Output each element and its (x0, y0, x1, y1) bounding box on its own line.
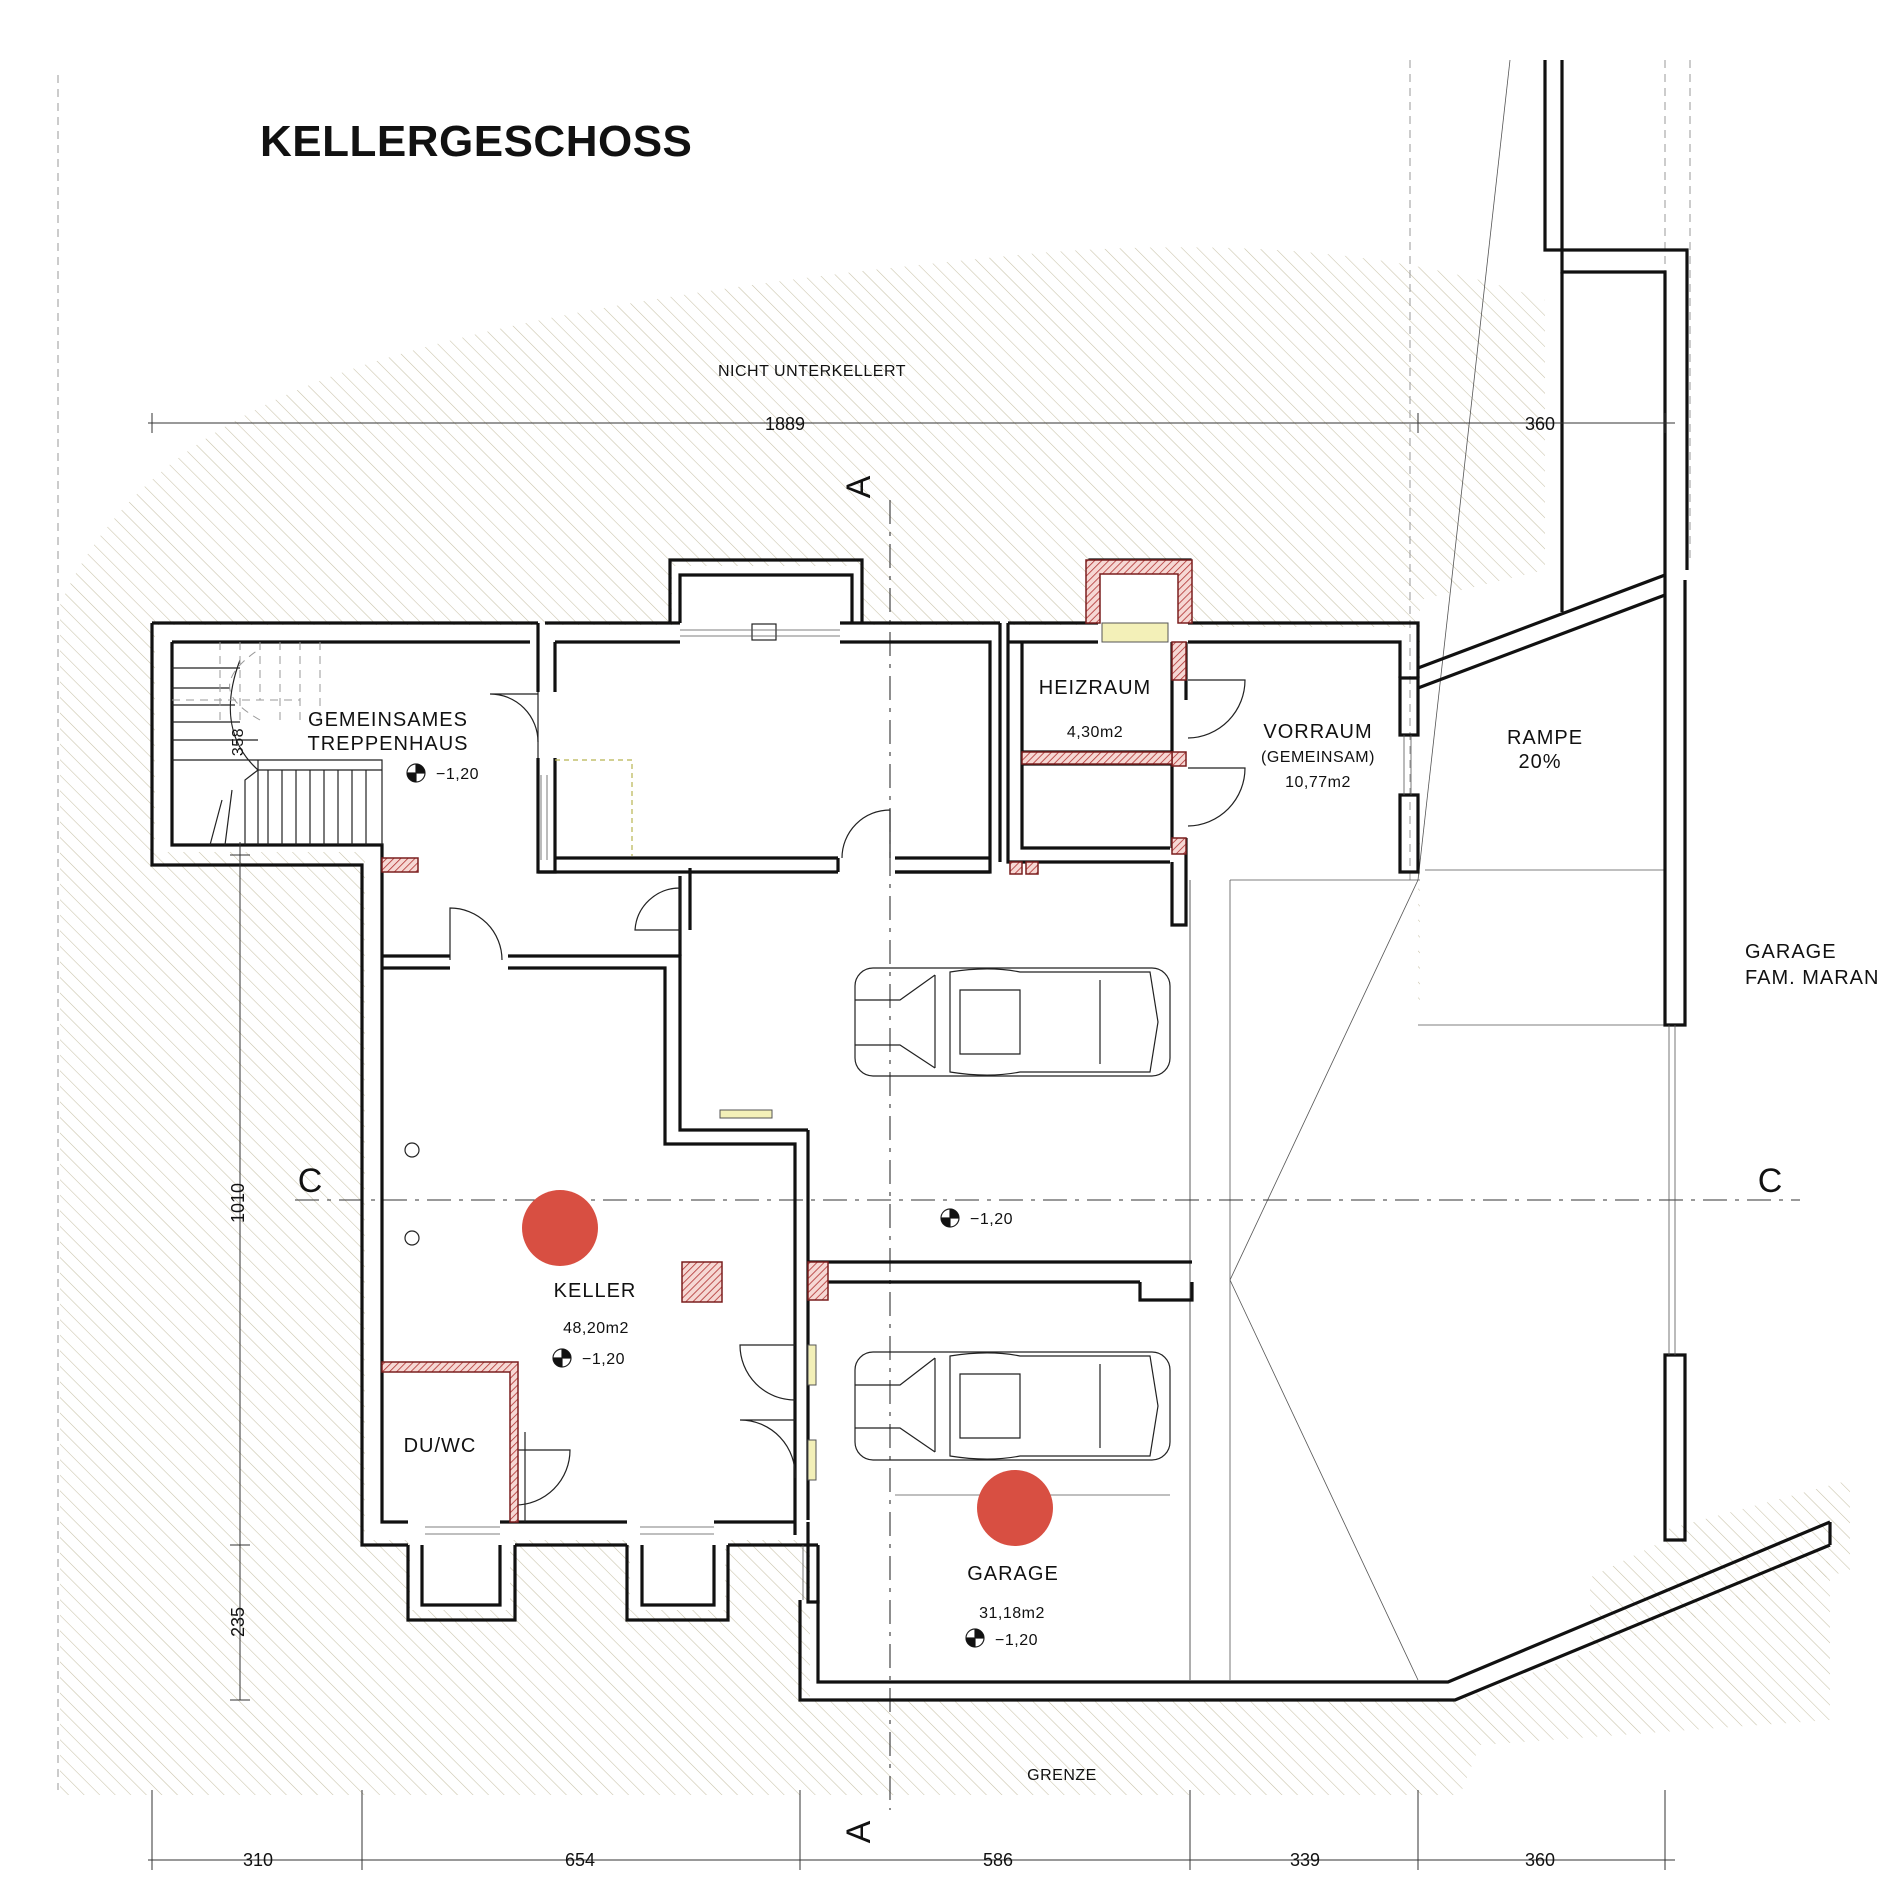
section-mark-c-left: C (298, 1162, 323, 1200)
neighbour-owner-label: FAM. MARAN (1745, 967, 1879, 989)
section-axes (295, 500, 1800, 1810)
dim-left-2: 235 (228, 1607, 248, 1637)
dim-bottom-3: 586 (983, 1850, 1013, 1870)
masonry-elements (381, 559, 1193, 1523)
ramp-slope: 20% (1518, 751, 1561, 773)
garage-name: GARAGE (967, 1563, 1059, 1585)
columns (404, 1142, 420, 1246)
dimension-lines (148, 413, 1675, 1870)
ramp-name: RAMPE (1507, 727, 1583, 749)
anteroom-note: (GEMEINSAM) (1261, 749, 1375, 766)
unexcavated-label: NICHT UNTERKELLERT (718, 363, 906, 380)
windows (425, 622, 1676, 1600)
anteroom-name: VORRAUM (1263, 721, 1372, 743)
dim-bottom-4: 339 (1290, 1850, 1320, 1870)
boundary-label: GRENZE (1027, 1767, 1097, 1784)
anteroom-area: 10,77m2 (1285, 774, 1351, 791)
marker-keller (522, 1190, 598, 1266)
cellar-name: KELLER (554, 1280, 637, 1302)
dim-top-total: 1889 (765, 414, 805, 434)
stair-level: −1,20 (436, 766, 479, 783)
stair-name-line1: GEMEINSAMES (308, 709, 468, 731)
building-footprint-fill (155, 566, 1665, 1685)
dim-top-right: 360 (1525, 414, 1555, 434)
cellar-area: 48,20m2 (563, 1320, 629, 1337)
shower-name: DU/WC (404, 1435, 477, 1457)
dim-bottom-5: 360 (1525, 1850, 1555, 1870)
car-upper (854, 967, 1171, 1077)
car-symbols (854, 967, 1171, 1461)
neighbour-garage-label: GARAGE (1745, 941, 1837, 963)
heating-room-area: 4,30m2 (1067, 724, 1123, 741)
marker-garage (977, 1470, 1053, 1546)
dim-bottom-1: 310 (243, 1850, 273, 1870)
car-lower (854, 1351, 1171, 1461)
labels: KELLERGESCHOSS NICHT UNTERKELLERT GRENZE… (228, 117, 1879, 1870)
stair-width-dim: 358 (230, 728, 247, 756)
dim-bottom-2: 654 (565, 1850, 595, 1870)
plan-title: KELLERGESCHOSS (260, 117, 692, 166)
stair-name-line2: TREPPENHAUS (307, 733, 468, 755)
stair-flight (172, 642, 383, 846)
level-symbols (406, 763, 985, 1648)
parking-level: −1,20 (970, 1211, 1013, 1228)
highlight-markers (522, 1190, 1053, 1546)
cellar-level: −1,20 (582, 1351, 625, 1368)
garage-area: 31,18m2 (979, 1605, 1045, 1622)
section-mark-c-right: C (1758, 1162, 1783, 1200)
section-mark-a-top: A (840, 475, 878, 498)
section-mark-a-bottom: A (840, 1820, 878, 1843)
construction-lines (57, 59, 1691, 1790)
dim-left-1: 1010 (228, 1183, 248, 1223)
heating-room-name: HEIZRAUM (1039, 677, 1151, 699)
garage-level: −1,20 (995, 1632, 1038, 1649)
